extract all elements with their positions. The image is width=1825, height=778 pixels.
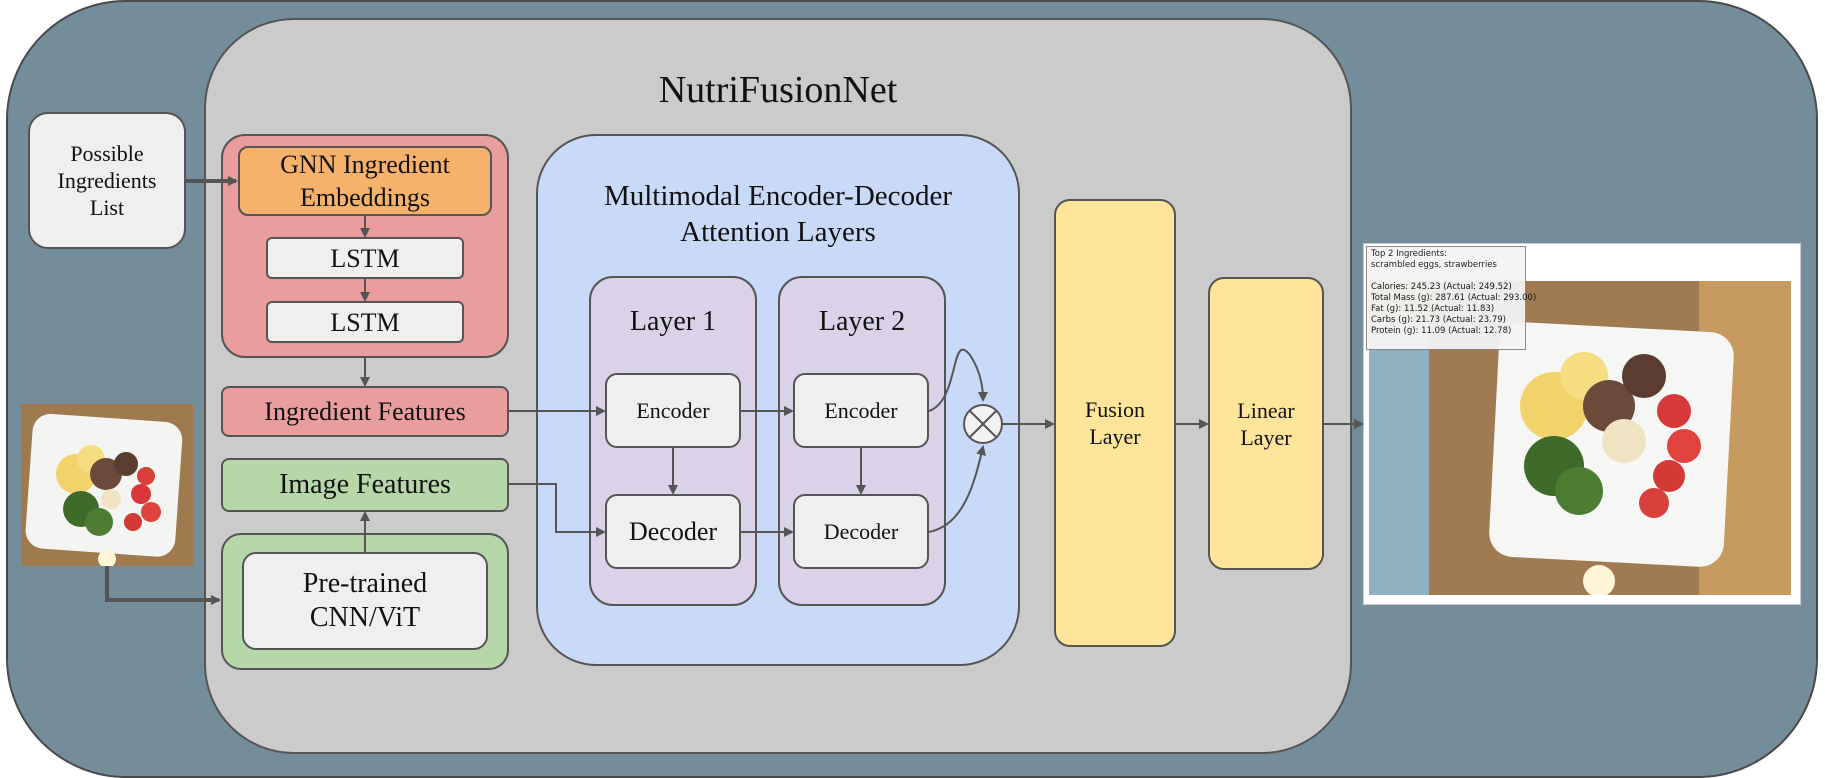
possible-ingredients-list-box: Possible Ingredients List <box>28 112 186 249</box>
prediction-legend: Top 2 Ingredients: scrambled eggs, straw… <box>1366 246 1537 350</box>
layer-1-label: Layer 1 <box>629 306 717 337</box>
attention-title-line2: Attention Layers <box>680 216 876 248</box>
lstm-label-1: LSTM <box>330 243 400 273</box>
attention-title: Multimodal Encoder-Decoder Attention Lay… <box>536 178 1020 250</box>
attention-title-line1: Multimodal Encoder-Decoder <box>603 180 953 212</box>
encoder-1-label: Encoder <box>636 398 710 423</box>
arrow-encoder2-to-combine <box>928 348 988 412</box>
linear-layer-box: Linear Layer <box>1208 277 1324 570</box>
fusion-layer-label: Fusion Layer <box>1085 397 1145 449</box>
arrow-decoder2-to-combine <box>928 445 986 533</box>
arrow-photo-to-cnn <box>105 566 221 605</box>
input-food-photo <box>21 404 193 566</box>
arrow-imgfeat-to-decoder1 <box>509 483 606 537</box>
encoder-2-box: Encoder <box>793 373 929 448</box>
ingredient-features-box: Ingredient Features <box>221 386 509 437</box>
lstm-box-2: LSTM <box>266 301 464 343</box>
lstm-label-2: LSTM <box>330 307 400 337</box>
fusion-layer-box: Fusion Layer <box>1054 199 1176 647</box>
ingredient-features-label: Ingredient Features <box>264 397 466 426</box>
diagram-title: NutriFusionNet <box>658 69 898 111</box>
lstm-box-1: LSTM <box>266 237 464 279</box>
encoder-2-label: Encoder <box>824 398 898 423</box>
decoder-1-box: Decoder <box>605 494 741 569</box>
legend-heading: Top 2 Ingredients: <box>1371 249 1447 259</box>
legend-mass: Total Mass (g): 287.61 (Actual: 293.00) <box>1371 293 1537 303</box>
linear-layer-label: Linear Layer <box>1237 397 1295 450</box>
legend-fat: Fat (g): 11.52 (Actual: 11.83) <box>1371 304 1495 314</box>
encoder-1-box: Encoder <box>605 373 741 448</box>
decoder-1-label: Decoder <box>628 517 718 546</box>
legend-carbs: Carbs (g): 21.73 (Actual: 23.79) <box>1371 315 1506 325</box>
legend-calories: Calories: 245.23 (Actual: 249.52) <box>1371 282 1512 292</box>
gnn-embeddings-label: GNN Ingredient Embeddings <box>280 150 450 212</box>
legend-ingredients: scrambled eggs, strawberries <box>1371 260 1497 270</box>
cnn-vit-label: Pre-trained CNN/ViT <box>302 568 428 633</box>
gnn-embeddings-box: GNN Ingredient Embeddings <box>238 146 492 216</box>
legend-protein: Protein (g): 11.09 (Actual: 12.78) <box>1371 326 1512 336</box>
cnn-vit-box: Pre-trained CNN/ViT <box>242 552 488 650</box>
decoder-2-box: Decoder <box>793 494 929 569</box>
possible-ingredients-list-label: Possible Ingredients List <box>57 141 157 220</box>
decoder-2-label: Decoder <box>823 519 899 544</box>
image-features-label: Image Features <box>279 469 451 500</box>
layer-2-label: Layer 2 <box>818 306 906 337</box>
